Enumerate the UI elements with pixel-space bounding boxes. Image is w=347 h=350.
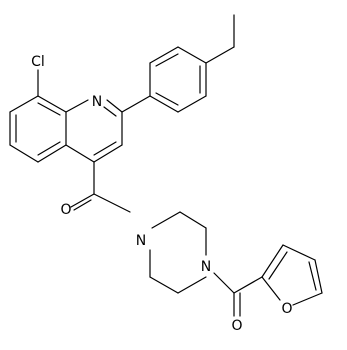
bond-phenyl-5-double <box>155 53 179 67</box>
bond-co-1 <box>70 193 95 208</box>
atom-label-n-piperazine-2: N <box>201 259 211 275</box>
bond-phenyl-1-double <box>155 92 179 106</box>
bond-c3-c4 <box>93 144 123 163</box>
atom-labels: Cl N O N N O O <box>31 54 292 334</box>
atom-label-n-piperazine-1: N <box>136 233 146 249</box>
bond-ethyl-ch2 <box>205 46 235 64</box>
bond-piperazine-1 <box>151 211 181 229</box>
bond-furan-3-double <box>308 261 317 291</box>
atom-label-o-carbonyl-1: O <box>60 202 71 218</box>
bond-co-1-double <box>73 199 92 211</box>
bond-piperazine-2 <box>179 211 207 229</box>
bond-piperazine-5 <box>149 276 179 294</box>
bond-n-c2 <box>106 99 123 113</box>
bond-furan-2 <box>292 292 323 306</box>
bond-benzo-3 <box>9 144 39 163</box>
bond-carbonyl-n <box>93 193 131 213</box>
bond-benzo-4 <box>37 144 67 163</box>
bond-benzo-1 <box>9 95 39 113</box>
bond-c8a-n <box>65 99 89 113</box>
bond-phenyl-2 <box>177 95 207 113</box>
bond-furan-5 <box>261 244 284 278</box>
bond-c4-c4a <box>65 144 95 163</box>
bond-n-c2-double <box>103 106 117 117</box>
bond-benzo-6 <box>37 95 67 113</box>
atom-label-o-furan: O <box>281 301 292 317</box>
bond-phenyl-4 <box>177 46 207 64</box>
atom-label-cl: Cl <box>31 54 45 70</box>
bond-phenyl-1 <box>149 95 179 113</box>
bond-furan-5-double <box>268 251 288 280</box>
bond-piperazine-4 <box>177 276 207 294</box>
bond-c3-c4-double <box>93 141 117 156</box>
bond-furan-4 <box>282 244 316 261</box>
bond-furan-3 <box>314 259 323 294</box>
bond-phenyl-5 <box>149 46 179 64</box>
bond-furan-1 <box>261 276 281 301</box>
bond-c2-phenyl <box>121 95 151 113</box>
bond-n-carbonyl-2 <box>213 272 235 294</box>
bond-lines <box>9 14 323 317</box>
bond-benzo-6-double <box>37 102 61 116</box>
atom-label-n-quinoline: N <box>92 94 102 110</box>
atom-label-o-carbonyl-2: O <box>231 318 242 334</box>
bond-benzo-4-double <box>37 141 61 156</box>
bond-carbonyl-furan <box>233 276 263 294</box>
